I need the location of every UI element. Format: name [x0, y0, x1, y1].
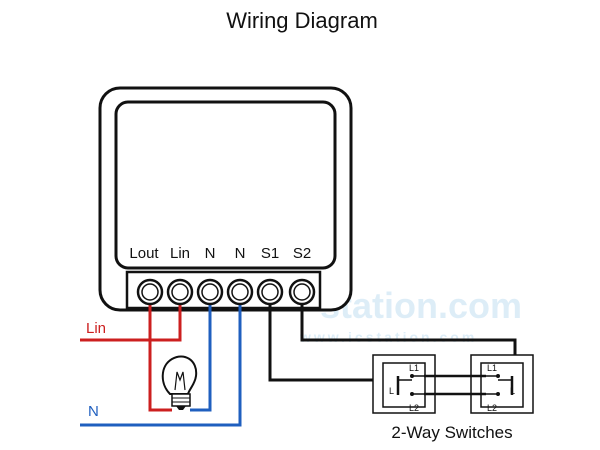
svg-text:www.icstation.com: www.icstation.com	[299, 329, 477, 345]
s1-wire	[268, 292, 398, 382]
terminal-label-n2: N	[235, 245, 246, 262]
screw-n1-icon	[196, 278, 224, 306]
screw-s1-icon	[256, 278, 284, 306]
lamp-neutral-wire	[190, 292, 212, 412]
terminal-label-s1: S1	[261, 245, 279, 262]
svg-text:L1: L1	[487, 363, 497, 373]
svg-text:L2: L2	[487, 403, 497, 413]
svg-text:L: L	[510, 386, 515, 396]
lin-wire	[80, 292, 182, 342]
switch-left: L1 L L2	[372, 354, 436, 414]
lout-wire	[148, 292, 172, 412]
terminal-label-s2: S2	[293, 245, 311, 262]
n-wire-label: N	[88, 403, 99, 420]
diagram-title: Wiring Diagram	[226, 8, 378, 33]
screw-lout-icon	[136, 278, 164, 306]
lin-wire-label: Lin	[86, 320, 106, 337]
terminal-labels: Lout Lin N N S1 S2	[129, 245, 311, 262]
smart-switch-module	[98, 86, 353, 312]
svg-text:station.com: station.com	[320, 285, 522, 326]
light-bulb-icon	[161, 355, 198, 410]
screw-s2-icon	[288, 278, 316, 306]
n-wire	[80, 292, 242, 427]
svg-text:L1: L1	[409, 363, 419, 373]
terminal-block	[125, 270, 322, 310]
svg-text:L2: L2	[409, 403, 419, 413]
terminal-label-lin: Lin	[170, 245, 190, 262]
svg-text:L: L	[389, 386, 394, 396]
terminal-label-n1: N	[205, 245, 216, 262]
switch-right: L1 L L2	[470, 354, 534, 414]
switches-label: 2-Way Switches	[391, 423, 512, 442]
screw-lin-icon	[166, 278, 194, 306]
terminal-screws	[136, 278, 316, 306]
screw-n2-icon	[226, 278, 254, 306]
terminal-label-lout: Lout	[129, 245, 159, 262]
